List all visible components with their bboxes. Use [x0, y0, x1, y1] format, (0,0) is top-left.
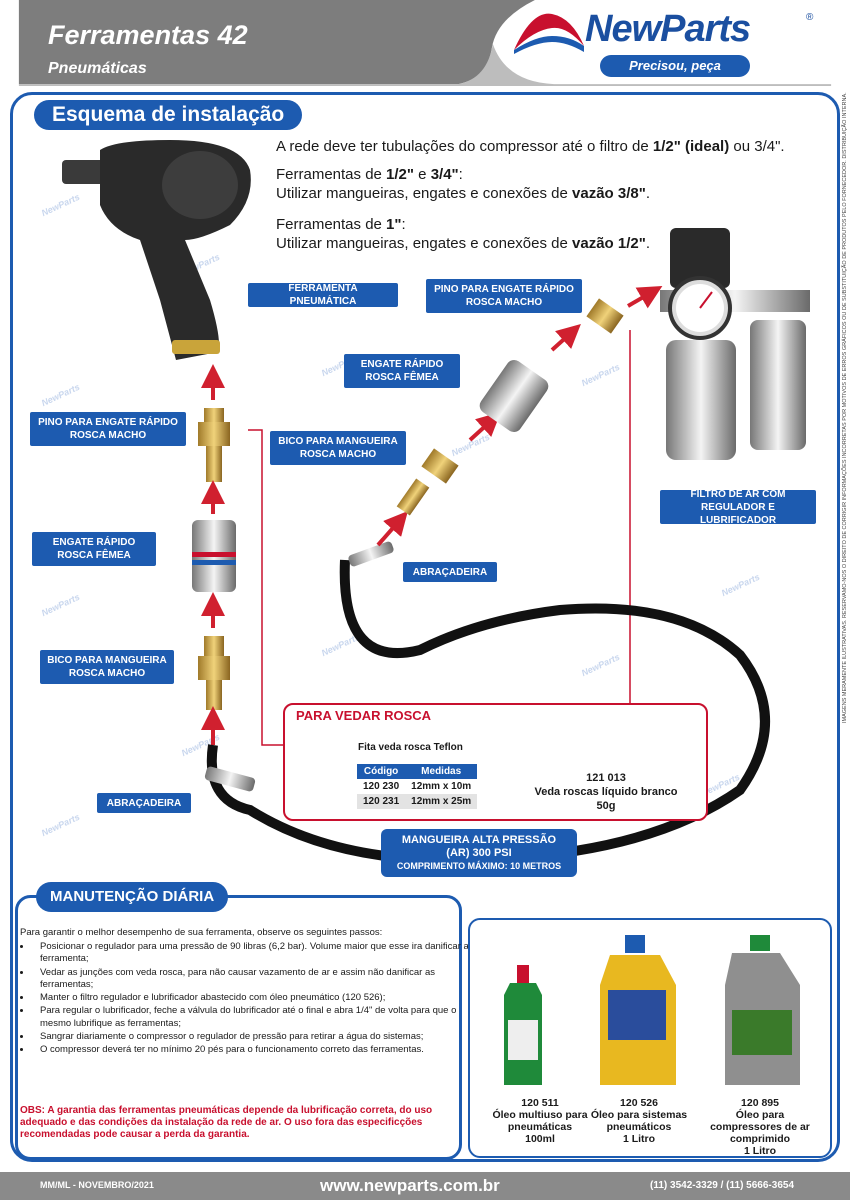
sealant-size: 50g [596, 800, 616, 812]
oil-products-illustration [504, 935, 800, 1085]
intro-line-1: A rede deve ter tubulações do compressor… [276, 138, 785, 155]
label-clamp-right: ABRAÇADEIRA [403, 562, 497, 582]
registered-mark: ® [806, 12, 814, 23]
header-background [18, 0, 832, 86]
label-clamp-left: ABRAÇADEIRA [97, 793, 191, 813]
table-cell: 12mm x 10m [411, 781, 472, 792]
list-item: Manter o filtro regulador e lubrificador… [32, 992, 472, 1004]
section-title: Esquema de instalação [34, 100, 303, 130]
table-cell: 120 231 [357, 794, 406, 809]
list-item: Sangrar diariamente o compressor o regul… [32, 1031, 472, 1043]
impact-wrench-icon [62, 140, 251, 360]
thread-sealing-title: PARA VEDAR ROSCA [296, 708, 432, 723]
list-item: Posicionar o regulador para uma pressão … [32, 941, 472, 966]
sealant-description: Veda roscas líquido branco [534, 786, 678, 798]
list-item: O compressor deverá ter no mínimo 20 pés… [32, 1044, 472, 1056]
thread-sealing-box [283, 703, 708, 821]
maintenance-title: MANUTENÇÃO DIÁRIA [36, 882, 229, 912]
footer-date: MM/ML - NOVEMBRO/2021 [40, 1180, 154, 1190]
warranty-note: OBS: A garantia das ferramentas pneumáti… [20, 1105, 433, 1140]
table-cell: 12mm x 25m [405, 794, 478, 809]
logo-tagline: Precisou, peça [600, 55, 750, 77]
left-fitting-chain [192, 364, 236, 745]
oil-bottle-1l-pneumatic-icon [600, 935, 676, 1085]
table-header: Código [357, 764, 406, 779]
footer-bar [0, 1172, 850, 1200]
intro-paragraph-2: Ferramentas de 1/2" e 3/4": Utilizar man… [276, 166, 651, 202]
logo-wordmark: NewParts [585, 8, 751, 50]
footer-website-link[interactable]: www.newparts.com.br [320, 1176, 500, 1195]
disclaimer-vertical: IMAGENS MERAMENTE ILUSTRATIVAS. RESERVAM… [842, 92, 848, 723]
right-fitting-chain [376, 285, 663, 547]
page-subtitle: Pneumáticas [48, 60, 147, 77]
newparts-logo-icon [514, 13, 584, 54]
label-pneumatic-tool: FERRAMENTA PNEUMÁTICA [248, 283, 398, 307]
oil-bottle-100ml-icon [504, 965, 542, 1085]
intro-paragraph-3: Ferramentas de 1": Utilizar mangueiras, … [276, 216, 651, 252]
maintenance-list: Posicionar o regulador para uma pressão … [18, 941, 472, 1058]
table-header: Medidas [405, 764, 478, 779]
maintenance-intro: Para garantir o melhor desempenho de sua… [20, 927, 383, 938]
maintenance-box [15, 895, 462, 1160]
table-cell: 120 230 [363, 781, 400, 792]
page-title: Ferramentas 42 [48, 20, 248, 50]
list-item: Vedar as junções com veda rosca, para nã… [32, 967, 472, 992]
sealant-code: 121 013 [586, 772, 626, 784]
oil-bottle-1l-compressor-icon [725, 935, 800, 1085]
footer-phone: (11) 3542-3329 / (11) 5666-3654 [650, 1180, 794, 1191]
filter-regulator-lubricator-icon [660, 228, 810, 460]
air-hose [206, 559, 770, 866]
teflon-tape-caption: Fita veda rosca Teflon [358, 742, 463, 753]
leader-lines [248, 330, 631, 746]
list-item: Para regular o lubrificador, feche a vál… [32, 1005, 472, 1030]
